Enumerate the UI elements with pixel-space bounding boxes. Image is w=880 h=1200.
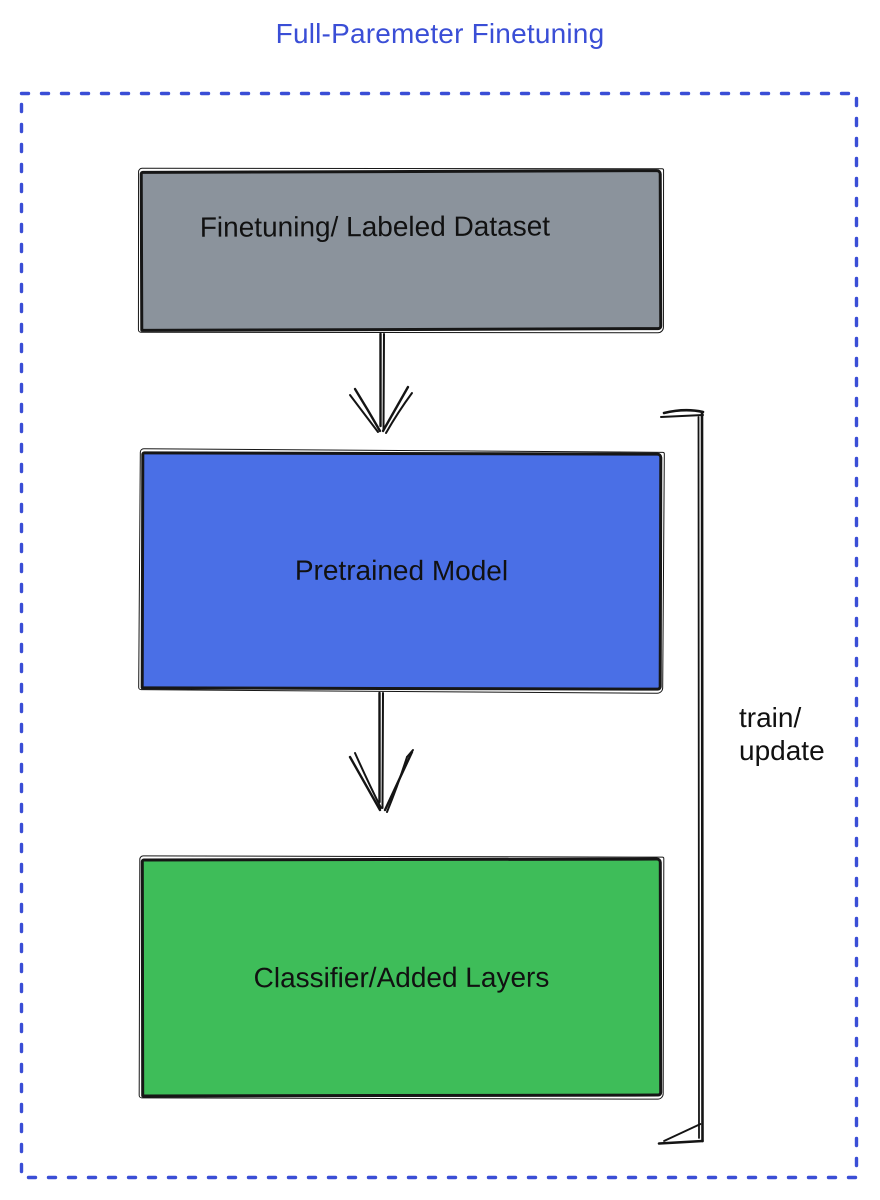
node-pretrained-model: Pretrained Model <box>140 451 663 691</box>
node-finetuning-labeled-dataset-label: Finetuning/ Labeled Dataset <box>199 210 551 243</box>
arrow-dataset-to-model-icon <box>349 332 413 434</box>
train-update-bracket-icon <box>657 408 705 1145</box>
train-update-label-line1: train/ <box>739 702 802 733</box>
train-update-label: train/ update <box>739 701 825 767</box>
node-finetuning-labeled-dataset: Finetuning/ Labeled Dataset <box>139 169 663 332</box>
node-classifier-added-layers: Classifier/Added Layers <box>140 857 663 1098</box>
arrow-model-to-classifier-icon <box>348 691 414 813</box>
node-pretrained-model-label: Pretrained Model <box>294 554 509 587</box>
train-update-label-line2: update <box>739 735 825 766</box>
node-classifier-added-layers-label: Classifier/Added Layers <box>253 961 550 993</box>
diagram-title: Full-Paremeter Finetuning <box>275 18 605 49</box>
